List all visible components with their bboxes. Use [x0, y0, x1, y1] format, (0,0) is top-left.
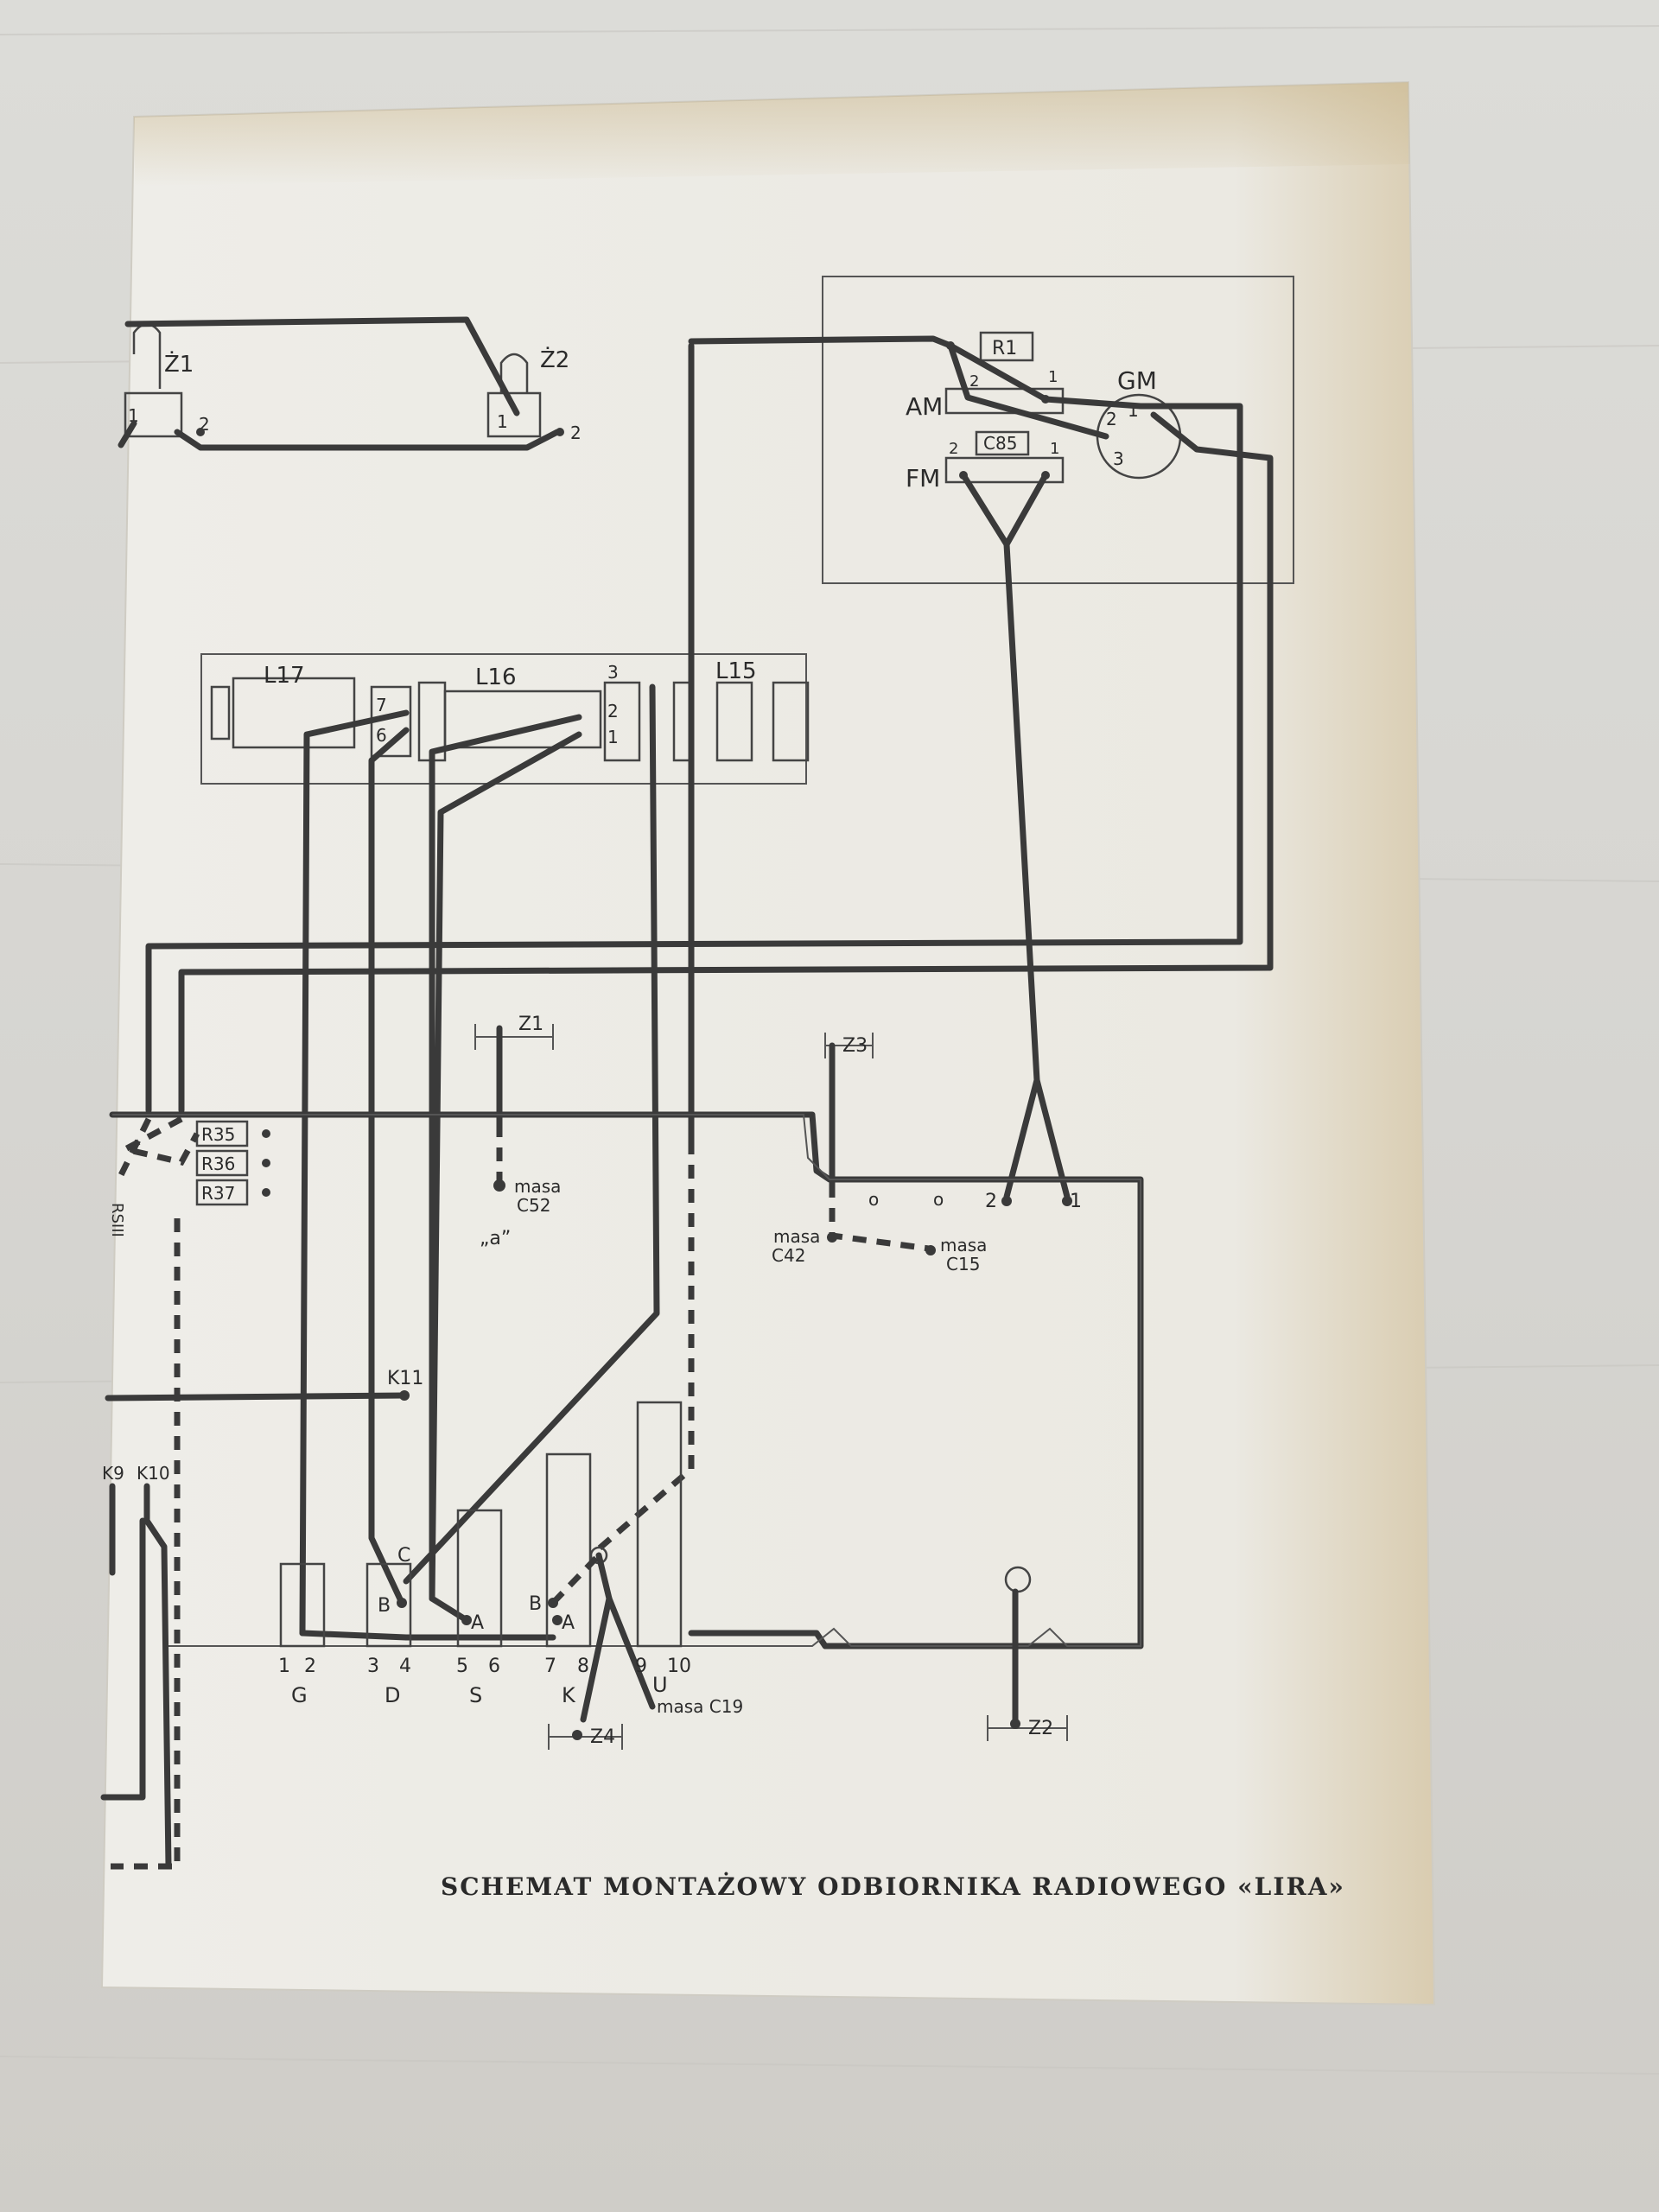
page-title: SCHEMAT MONTAŻOWY ODBIORNIKA RADIOWEGO «…: [441, 1872, 1345, 1901]
label-am: AM: [906, 392, 943, 421]
point-z3-label: Z3: [842, 1035, 868, 1057]
masa-c42-bottom: C42: [772, 1245, 805, 1266]
quote-a: „a”: [480, 1228, 511, 1249]
connector-pin-7: 7: [544, 1656, 556, 1677]
switch-box: R1 AM 2 1 C85 FM 2 1 GM 1 2 3: [145, 276, 1294, 1200]
coil-pin7: 7: [376, 695, 387, 715]
coil-block: L17 L16 L15 7 6 3 2 1: [200, 653, 810, 785]
gm-pin3: 3: [1113, 448, 1124, 469]
resistor-r35: R35: [201, 1124, 235, 1145]
point-z3: Z3 masa C42 masa C15: [772, 1033, 987, 1274]
coil-pin3: 3: [607, 662, 619, 683]
point-z2-label: Z2: [1028, 1718, 1053, 1739]
connector: C B A B A: [279, 1401, 683, 1723]
connector-letter-b1: B: [378, 1595, 391, 1617]
fm-pin1: 1: [1050, 440, 1059, 458]
connector-pin-1: 1: [278, 1656, 290, 1677]
point-k11-label: K11: [387, 1368, 423, 1389]
connector-letter-c: C: [397, 1545, 410, 1567]
lamp-wires: [118, 316, 564, 451]
resistor-r37: R37: [201, 1183, 235, 1204]
connector-pin-5: 5: [456, 1656, 468, 1677]
board-outline: o o 2 1: [112, 1114, 1141, 1727]
lamp-z1-label: Ż1: [164, 350, 194, 378]
resistor-r1: R1: [992, 338, 1017, 359]
label-fm: FM: [906, 464, 940, 493]
connector-group-u: U: [652, 1673, 668, 1697]
coil-l17: L17: [264, 663, 305, 689]
coil-pin2: 2: [607, 701, 619, 721]
point-k10-label: K10: [137, 1463, 170, 1484]
coil-l16: L16: [475, 664, 517, 690]
board-hole-2: o: [933, 1189, 944, 1210]
lamp-z2: Ż2 1 2: [486, 346, 582, 443]
lamp-z2-label: Ż2: [540, 346, 569, 373]
resistor-r36: R36: [201, 1154, 235, 1174]
masa-c19-label: masa C19: [657, 1696, 743, 1717]
coil-wires: [299, 342, 695, 1641]
fm-pin2: 2: [949, 440, 958, 458]
am-pin1: 1: [1048, 368, 1058, 386]
point-z2: Z2: [987, 1715, 1068, 1741]
point-z4: Z4 masa C19: [548, 1696, 743, 1750]
lamp-z1-pin1: 1: [128, 405, 139, 426]
points-k9-k10: K9 K10: [100, 1463, 172, 1870]
connector-group-s: S: [469, 1683, 482, 1707]
connector-letter-a2: A: [562, 1612, 575, 1634]
resistor-side-label: RSIII: [108, 1203, 126, 1237]
coil-l15: L15: [715, 658, 757, 684]
lamp-z2-pin1: 1: [497, 411, 508, 432]
paper-stain: [134, 82, 1410, 186]
connector-pin-6: 6: [488, 1656, 500, 1677]
gm-pin2: 2: [1106, 409, 1117, 429]
point-k9-label: K9: [102, 1463, 124, 1484]
lamp-z2-pin2: 2: [570, 423, 582, 443]
connector-letter-a1: A: [471, 1612, 484, 1634]
coil-pin6: 6: [376, 725, 387, 746]
point-z1-label: Z1: [518, 1014, 543, 1035]
connector-group-d: D: [385, 1683, 400, 1707]
masa-c52-top: masa: [514, 1176, 561, 1197]
board-hole-1: o: [868, 1189, 879, 1210]
connector-pin-4: 4: [399, 1656, 411, 1677]
lamp-z1: Ż1 1 2: [124, 322, 210, 438]
label-gm: GM: [1117, 366, 1157, 395]
point-k11: K11: [105, 1368, 423, 1402]
board-pin-1: 1: [1070, 1191, 1082, 1212]
am-pin2: 2: [969, 372, 979, 391]
connector-pin-9: 9: [635, 1656, 647, 1677]
point-z1: Z1 masa C52 „a”: [474, 1014, 561, 1249]
connector-pin-8: 8: [577, 1656, 589, 1677]
connector-group-g: G: [291, 1683, 308, 1707]
masa-c42-top: masa: [773, 1226, 820, 1247]
masa-c52-bottom: C52: [517, 1195, 550, 1216]
connector-pin-2: 2: [304, 1656, 316, 1677]
paper: [100, 80, 1436, 2006]
point-z4-label: Z4: [590, 1726, 615, 1748]
connector-pin-3: 3: [367, 1656, 379, 1677]
board-pin-2: 2: [985, 1191, 997, 1212]
masa-c15-top: masa: [940, 1235, 987, 1255]
connector-pin-10: 10: [667, 1656, 691, 1677]
connector-group-k: K: [562, 1683, 576, 1707]
capacitor-c85: C85: [983, 433, 1017, 454]
connector-letter-b2: B: [529, 1593, 542, 1615]
masa-c15-bottom: C15: [946, 1254, 980, 1274]
coil-pin1: 1: [607, 727, 619, 747]
